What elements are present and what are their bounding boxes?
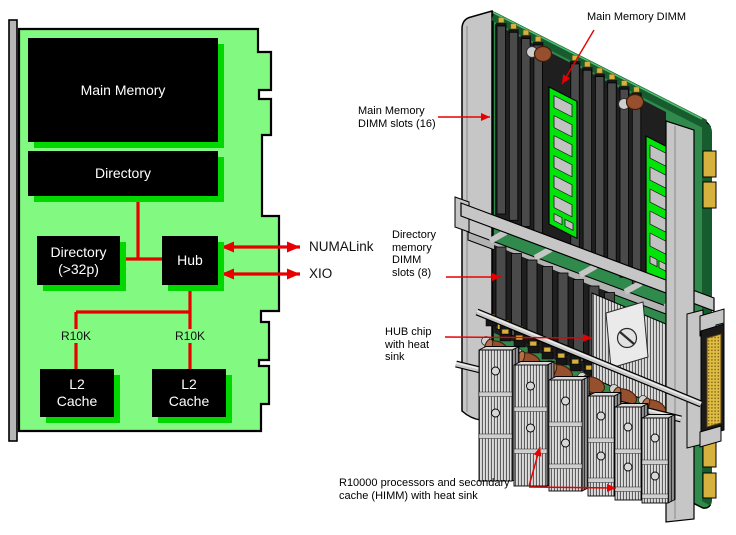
board-bracket [8,19,18,442]
top-capacitors [526,45,645,111]
xio-label: XIO [309,266,333,281]
directory-32p-block: Directory (>32p) [37,236,120,285]
board-illustration [454,10,725,523]
r10000-arrow-up [528,446,542,487]
callout-directory-memory-dimm-slots: Directory memory DIMM slots (8) [392,229,437,279]
support-rod-upper [475,308,703,408]
main-memory-block: Main Memory [28,38,218,142]
hub-chip-arrow [444,333,593,342]
r10000-arrow-right [528,483,617,492]
edge-connector-tabs [702,150,717,499]
callout-main-memory-dimm-slots: Main Memory DIMM slots (16) [358,105,436,130]
r10k-label-right: R10K [172,329,208,343]
callout-main-memory-dimm: Main Memory DIMM [587,11,687,23]
directory-dimm-slots [494,245,615,385]
callout-r10000-processors: R10000 processors and secondary cache (H… [339,477,510,502]
callout-hub-chip: HUB chip with heat sink [385,326,432,363]
main-memory-dimm-arrow [561,29,595,85]
hub-block: Hub [162,236,218,285]
callout-arrows [438,29,617,492]
diagram-wires [74,196,192,370]
processor-heat-sinks [478,345,676,504]
main-memory-dimm-slots [495,17,666,284]
numalink-label: NUMALink [309,239,374,254]
r10k-label-left: R10K [58,329,94,343]
main-memory-dimm-installed [548,86,578,240]
directory-block: Directory [28,151,218,196]
l2-cache-block-right: L2 Cache [152,369,226,417]
l2-cache-block-left: L2 Cache [40,369,114,417]
xio-connector [686,308,725,449]
